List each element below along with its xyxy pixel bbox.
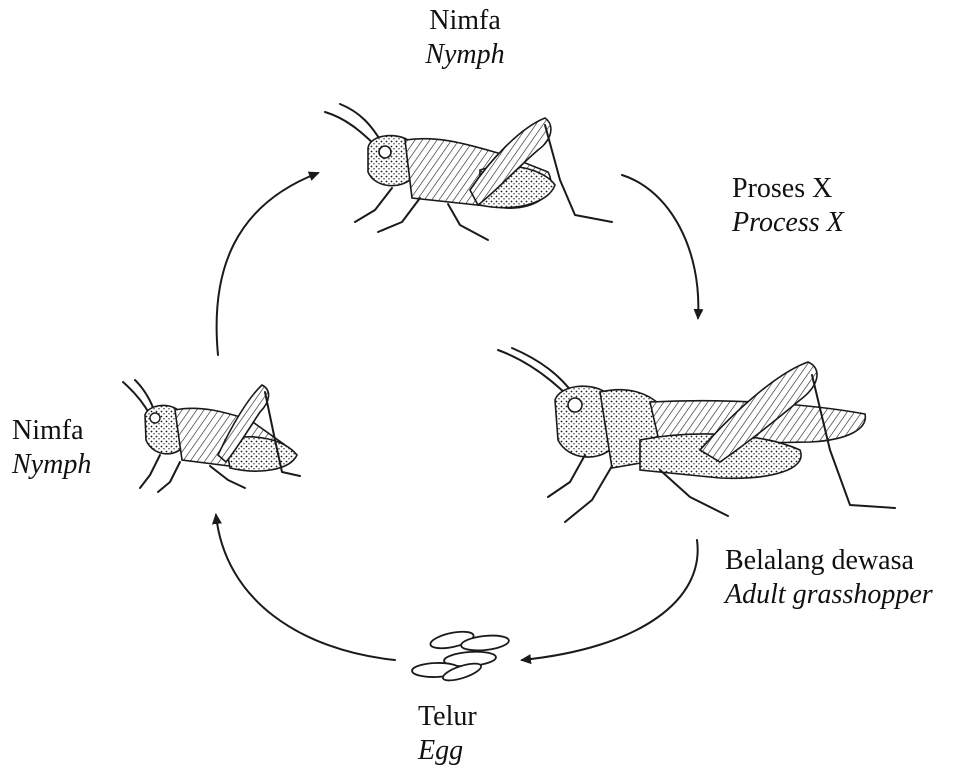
- label-nymph-left: Nimfa Nymph: [12, 414, 91, 482]
- egg-label-ms: Telur: [418, 700, 477, 734]
- nymph-left-label-ms: Nimfa: [12, 414, 91, 448]
- adult-grasshopper-illustration: [498, 348, 895, 522]
- eggs-illustration: [412, 629, 510, 684]
- egg-label-en: Egg: [418, 734, 477, 768]
- label-nymph-top: Nimfa Nymph: [395, 4, 535, 72]
- label-adult: Belalang dewasa Adult grasshopper: [725, 544, 933, 612]
- nymph-left-label-en: Nymph: [12, 448, 91, 482]
- process-label-en: Process X: [732, 206, 844, 240]
- arrow-nymph-left-to-nymph-top: [217, 173, 318, 355]
- label-process-x: Proses X Process X: [732, 172, 844, 240]
- label-egg: Telur Egg: [418, 700, 477, 768]
- nymph-top-illustration: [325, 104, 612, 240]
- nymph-top-label-ms: Nimfa: [395, 4, 535, 38]
- nymph-left-illustration: [123, 380, 300, 492]
- adult-label-en: Adult grasshopper: [725, 578, 933, 612]
- adult-label-ms: Belalang dewasa: [725, 544, 933, 578]
- arrow-egg-to-nymph-left: [216, 515, 395, 660]
- arrow-adult-to-egg: [522, 540, 698, 660]
- process-label-ms: Proses X: [732, 172, 844, 206]
- nymph-top-label-en: Nymph: [395, 38, 535, 72]
- arrow-nymph-top-to-adult: [622, 175, 698, 318]
